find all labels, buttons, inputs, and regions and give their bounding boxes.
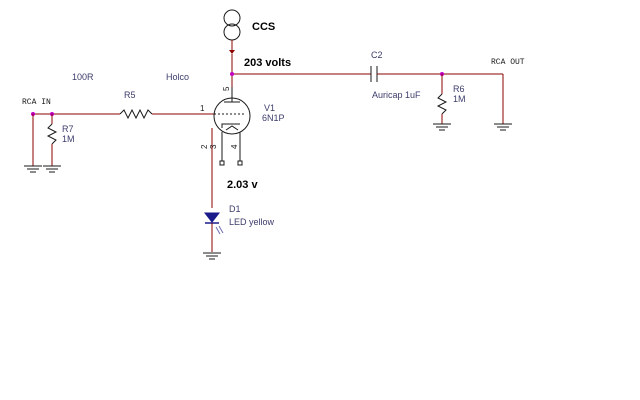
ground-icon [43, 165, 61, 173]
r6-resistor [436, 93, 448, 115]
rca-in-label: RCA IN [22, 98, 51, 107]
plate-node [230, 72, 234, 76]
r5-value-note: 100R [72, 72, 94, 82]
cathode-voltage-label: 2.03 v [227, 179, 258, 191]
ground-icon [203, 252, 221, 260]
ground-icon [433, 123, 451, 131]
ccs-label: CCS [252, 21, 275, 33]
plate-voltage-label: 203 volts [244, 57, 291, 69]
r7-ref: R7 [62, 124, 74, 134]
tube-cathode [221, 123, 240, 128]
led-triangle [203, 212, 221, 223]
v1-triode-tube [213, 87, 251, 135]
v1-type: 6N1P [262, 113, 285, 123]
ccs-symbol [223, 9, 241, 54]
holco-label: Holco [166, 72, 189, 82]
r5-resistor [119, 108, 153, 120]
r5-ref: R5 [124, 90, 136, 100]
heater-pin-a [219, 160, 225, 166]
d1-led [203, 212, 224, 235]
rca-out-label: RCA OUT [491, 58, 525, 67]
ground-icon [494, 123, 512, 131]
tube-heater [225, 125, 239, 131]
ground-icon [24, 165, 42, 173]
c2-ref: C2 [371, 50, 383, 60]
tube-envelope [213, 97, 251, 135]
c2-value: Auricap 1uF [372, 90, 421, 100]
grid-pin-number: 1 [200, 104, 205, 113]
r7-resistor [46, 123, 58, 145]
d1-ref: D1 [229, 204, 241, 214]
led-ray-2 [218, 225, 224, 234]
cathode-pin-number: 2 [200, 144, 209, 149]
ccs-arrow [229, 50, 235, 54]
r6-ref: R6 [453, 84, 465, 94]
heater-pin-b [237, 160, 243, 166]
c2-capacitor [370, 66, 378, 82]
plate-pin-number: 5 [222, 86, 231, 91]
d1-value: LED yellow [229, 217, 275, 227]
heater-pin-number-b: 4 [230, 144, 239, 149]
r7-value: 1M [62, 134, 75, 144]
ccs-circle-top [223, 9, 241, 27]
v1-ref: V1 [264, 103, 275, 113]
r6-value: 1M [453, 94, 466, 104]
heater-pin-number-a: 3 [209, 144, 218, 149]
led-ray-1 [215, 226, 221, 235]
